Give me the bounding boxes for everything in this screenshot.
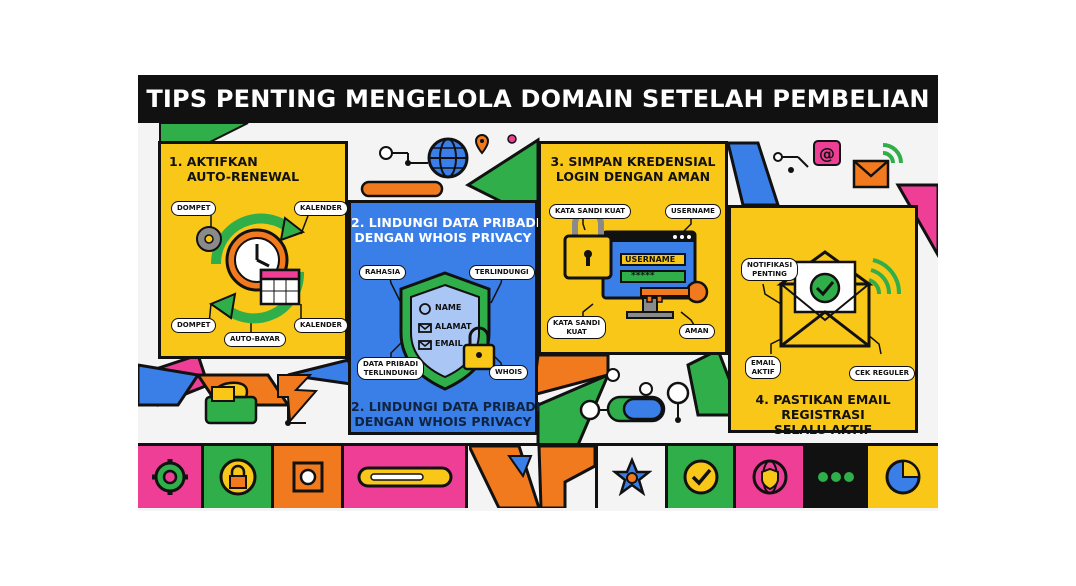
gear-icon [151,459,188,495]
shield-field-email: EMAIL [435,339,463,348]
panel-4-title-line2: REGISTRASI [781,407,865,422]
panel-4-title-line1: 4. PASTIKAN EMAIL [755,392,891,407]
panel-email-active: NOTIFIKASI PENTING EMAIL AKTIF CEK REGUL… [728,205,918,437]
shield-field-name: NAME [435,303,462,312]
panel-1-title: 1. AKTIFKAN AUTO-RENEWAL [169,154,299,184]
tile-arrows [468,446,598,508]
panel-1-title-line1: 1. AKTIFKAN [169,154,258,169]
label-dompet-bottom: DOMPET [171,318,217,333]
label-notifikasi-line2: PENTING [752,269,787,278]
label-data-pribadi-line2: TERLINDUNGI [363,368,418,377]
label-kata-sandi-kuat: KATA SANDI KUAT [549,204,631,219]
background-shapes: @ [138,122,938,447]
label-rahasia: RAHASIA [359,265,407,280]
key-icon [640,280,709,304]
tile-dots [806,446,868,508]
padlock-icon [563,208,613,280]
label-whois: WHOIS [489,365,529,380]
panel-1-title-line2: AUTO-RENEWAL [187,169,300,184]
panel-2-bottom-title-line2: DENGAN WHOIS PRIVACY [354,414,532,429]
bottom-icon-strip [138,443,938,511]
auto-renewal-illustration [196,207,313,334]
email-illustration [762,250,902,355]
label-kata-sandi-kuat-bottom: KATA SANDI KUAT [547,316,607,339]
tile-target [274,446,344,508]
panel-3-title: 3. SIMPAN KREDENSIAL LOGIN DENGAN AMAN [541,154,725,184]
tile-pie-chart [868,446,938,508]
tile-check [668,446,736,508]
tile-progress-pill [344,446,468,508]
svg-text:@: @ [819,144,835,163]
dots-icon [817,472,854,482]
panel-4-title-line3: SELALU AKTIF [773,422,873,437]
panel-3-title-line1: 3. SIMPAN KREDENSIAL [550,154,716,169]
signal-waves-icon [868,258,902,295]
label-dompet-top: DOMPET [171,201,217,216]
label-email-aktif: EMAIL AKTIF [745,356,782,379]
panel-2-bottom-title: 2. LINDUNGI DATA PRIBADI DENGAN WHOIS PR… [351,399,540,429]
tile-star [598,446,668,508]
tile-lock [204,446,274,508]
panel-2-bottom-title-line1: 2. LINDUNGI DATA PRIBADI [351,399,541,414]
pie-chart-icon [885,459,921,495]
panel-4-title: 4. PASTIKAN EMAIL REGISTRASI SELALU AKTI… [731,392,915,437]
label-kata-sandi-line2: KUAT [566,327,587,336]
star-icon [611,457,652,497]
label-cek-reguler: CEK REGULER [849,366,916,381]
lock-icon [462,326,496,371]
label-kalender-top: KALENDER [294,201,348,216]
label-notifikasi-penting: NOTIFIKASI PENTING [741,258,799,281]
label-kalender-bottom: KALENDER [294,318,348,333]
label-kata-sandi-line1: KATA SANDI [553,319,601,327]
label-auto-bayar: AUTO-BAYAR [224,332,286,347]
label-aman: AMAN [679,324,715,339]
tile-globe-shield [736,446,806,508]
panel-2-title: 2. LINDUNGI DATA PRIBADI DENGAN WHOIS PR… [351,215,540,245]
label-data-pribadi-line1: DATA PRIBADI [363,360,419,368]
label-email-line2: AKTIF [751,367,775,376]
label-notifikasi-line1: NOTIFIKASI [747,261,793,269]
envelope-icon [776,250,874,348]
infographic-poster: @ 1. AKTIFKAN AUTO-RENEWAL [138,75,938,511]
target-icon [292,461,323,493]
title-bar: TIPS PENTING MENGELOLA DOMAIN SETELAH PE… [138,75,938,123]
globe-shield-icon [752,459,787,495]
calendar-icon [259,268,301,306]
label-username: USERNAME [665,204,721,219]
shield-field-alamat: ALAMAT [435,322,472,331]
tile-gear [138,446,204,508]
check-icon [683,459,718,495]
panel-whois-privacy: 2. LINDUNGI DATA PRIBADI DENGAN WHOIS PR… [348,200,540,435]
panel-2-title-line2: DENGAN WHOIS PRIVACY [354,230,532,245]
gear-icon [196,226,222,252]
label-email-line1: EMAIL [751,359,776,367]
panel-login-credentials: 3. SIMPAN KREDENSIAL LOGIN DENGAN AMAN [538,141,728,355]
panel-2-title-line1: 2. LINDUNGI DATA PRIBADI [351,215,541,230]
form-username-field: USERNAME [625,255,676,264]
whois-shield-illustration [388,271,504,391]
panel-auto-renewal: 1. AKTIFKAN AUTO-RENEWAL [158,141,348,359]
panel-3-title-line2: LOGIN DENGAN AMAN [555,169,711,184]
progress-pill-icon [357,466,452,488]
form-password-field: ***** [631,271,655,281]
label-terlindungi: TERLINDUNGI [469,265,535,280]
arrows-icon [468,446,595,508]
label-data-pribadi-terlindungi: DATA PRIBADI TERLINDUNGI [357,357,425,380]
lock-icon [219,458,256,496]
page-title: TIPS PENTING MENGELOLA DOMAIN SETELAH PE… [146,85,930,113]
login-illustration [563,208,709,331]
